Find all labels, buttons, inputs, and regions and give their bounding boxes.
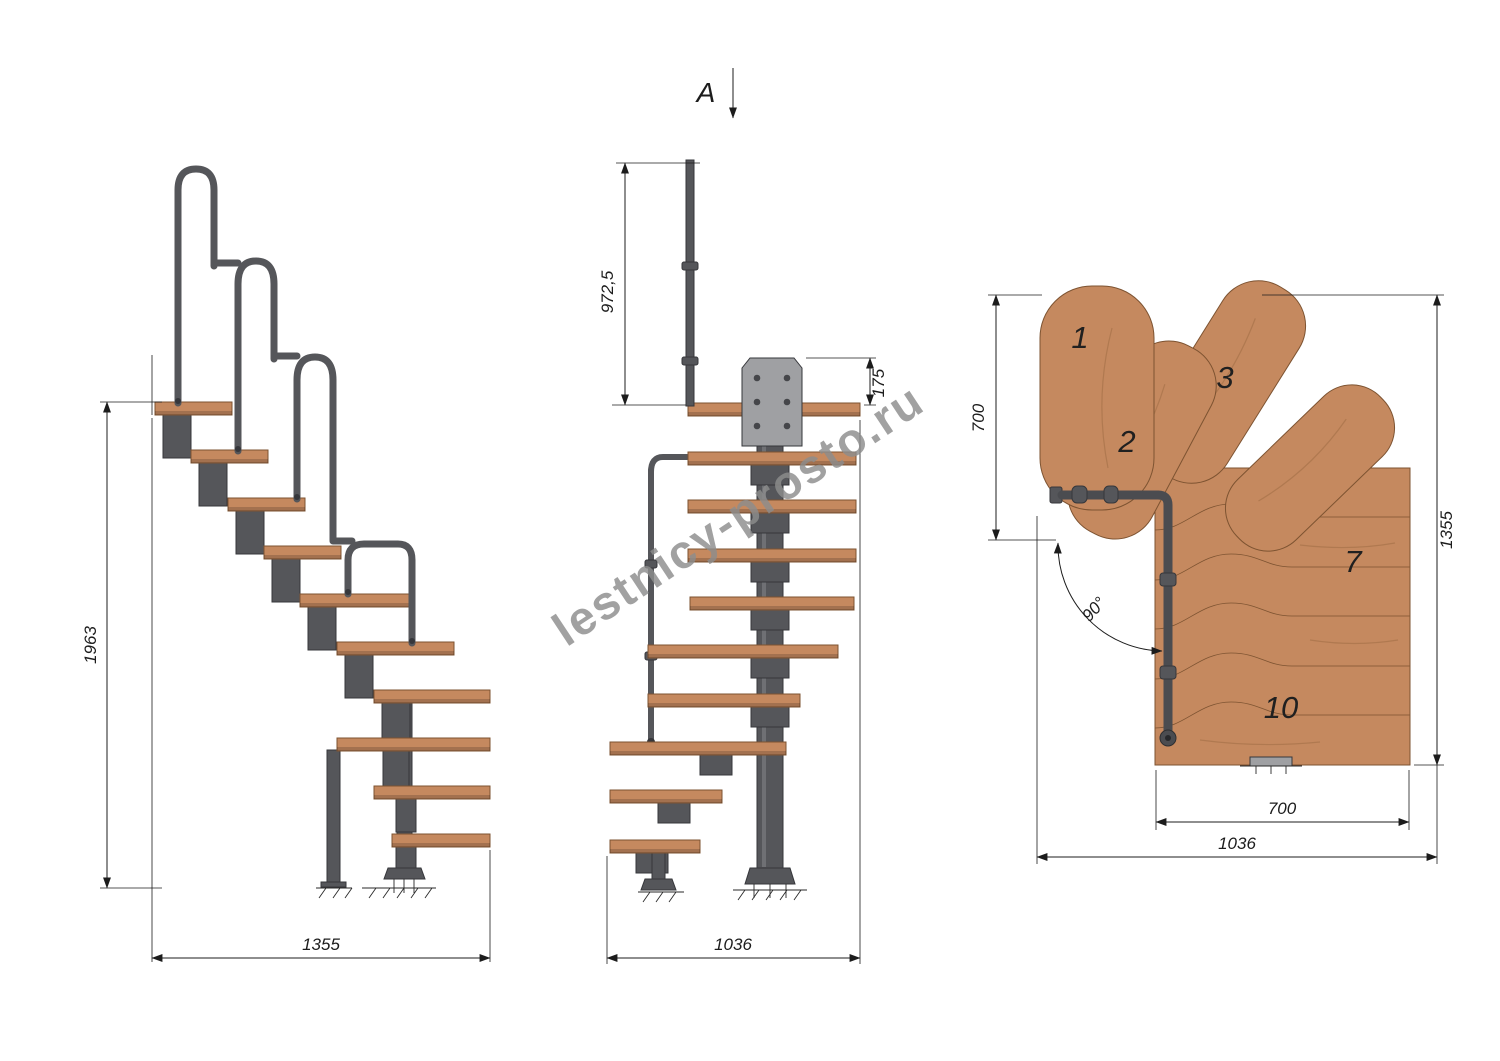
tread-number-7: 7 <box>1344 544 1363 579</box>
side-view-modules <box>162 413 417 869</box>
dim-label-1355-plan: 1355 <box>1437 511 1456 549</box>
dim-label-700-bottom: 700 <box>1268 799 1297 818</box>
plan-view-column-base <box>1240 756 1302 774</box>
tread-number-3: 3 <box>1216 360 1233 395</box>
side-view-treads <box>154 401 491 848</box>
section-label-a: A <box>695 77 716 108</box>
side-view-ground <box>316 887 436 899</box>
dim-label-1036-plan: 1036 <box>1218 834 1256 853</box>
side-view-dimensions: 1963 1355 <box>81 355 491 962</box>
side-view-handrail <box>174 165 416 647</box>
plan-tread-4 <box>1224 384 1396 552</box>
front-view-outer-rail-post <box>681 159 699 407</box>
plan-view: 1 2 3 7 10 700 1355 700 1036 90° <box>969 280 1456 864</box>
dim-label-90deg: 90° <box>1078 593 1109 625</box>
side-view: 1963 1355 <box>81 165 491 962</box>
dim-label-175: 175 <box>869 368 888 397</box>
section-arrow: A <box>695 68 737 119</box>
plan-view-tread-numbers: 1 2 3 7 10 <box>1071 320 1363 725</box>
front-view: A <box>598 68 888 964</box>
front-view-modules <box>635 464 790 891</box>
plan-view-handrail <box>1049 485 1177 747</box>
front-view-treads <box>609 402 861 854</box>
dim-label-1036-front: 1036 <box>714 935 752 954</box>
dim-label-1963: 1963 <box>81 626 100 664</box>
dim-label-700-left: 700 <box>969 403 988 432</box>
front-view-ground <box>638 889 807 903</box>
front-view-dimensions: 972,5 175 1036 <box>598 162 888 964</box>
tread-number-1: 1 <box>1071 320 1088 355</box>
dim-label-972-5: 972,5 <box>598 270 617 313</box>
dim-label-1355-side: 1355 <box>302 935 340 954</box>
tread-number-10: 10 <box>1264 690 1298 725</box>
front-view-mount-plate <box>741 357 803 447</box>
tread-number-2: 2 <box>1117 424 1135 459</box>
plan-tread-1 <box>1039 285 1155 511</box>
